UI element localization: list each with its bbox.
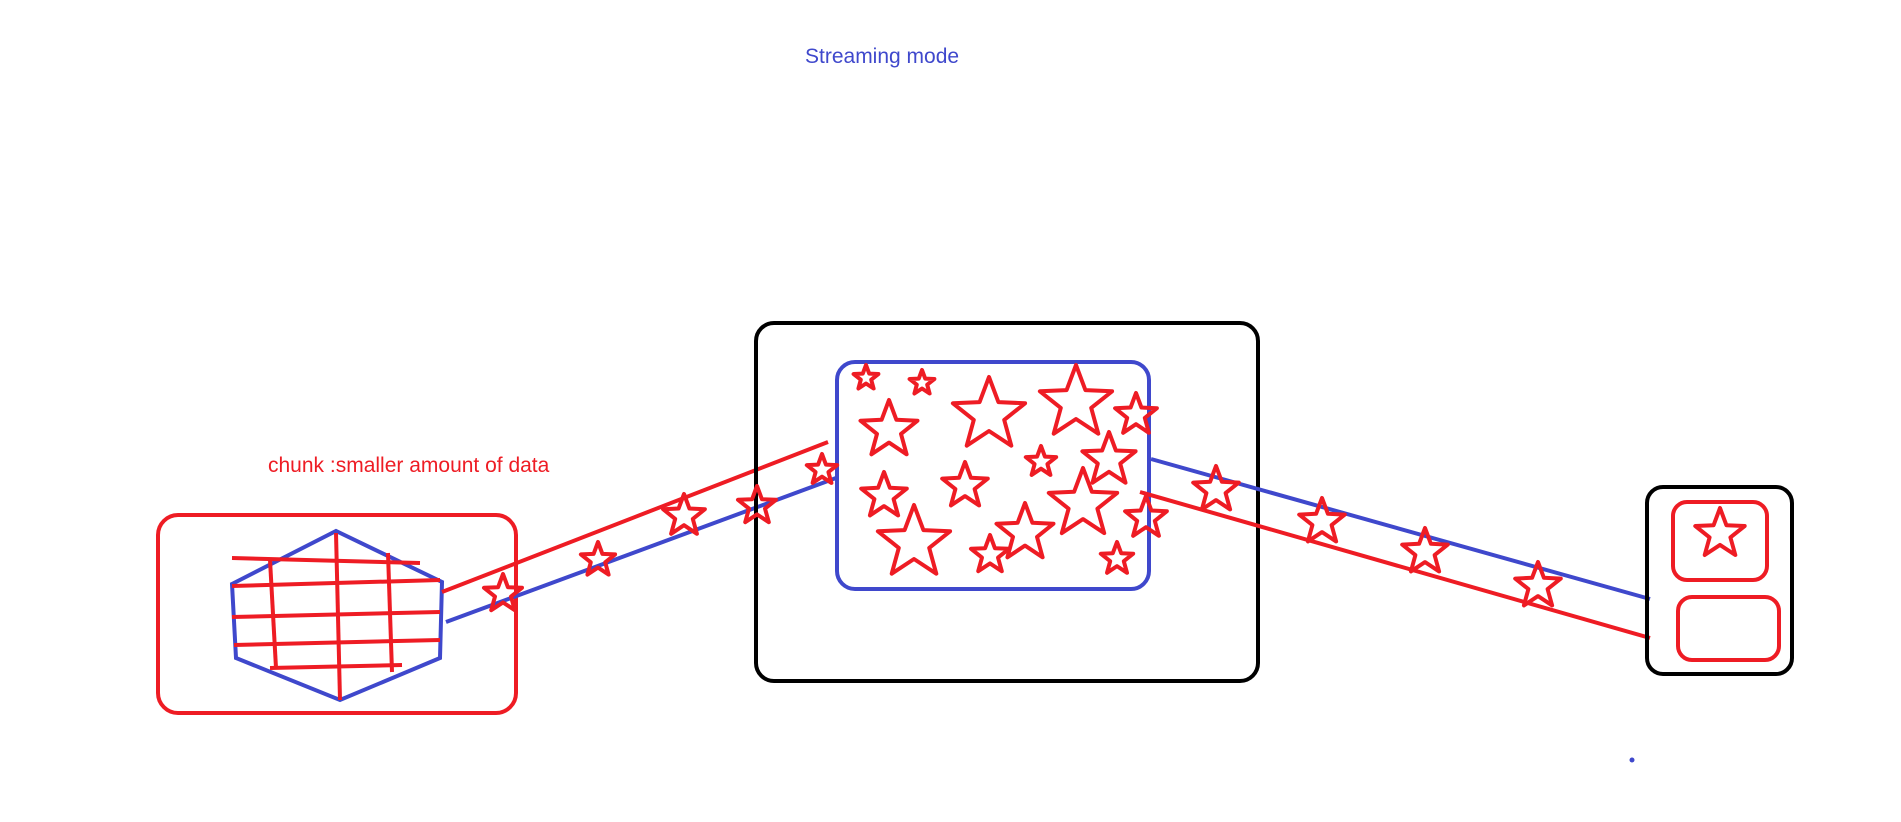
data-chunk-star — [1297, 496, 1347, 544]
data-chunk-star — [1098, 540, 1136, 575]
data-chunk-star — [858, 398, 920, 457]
data-buffer — [835, 360, 1151, 591]
data-chunk-star — [736, 484, 778, 525]
data-hexagon — [229, 528, 445, 703]
data-chunk-star — [1513, 560, 1563, 608]
data-chunk-star — [804, 452, 840, 485]
data-chunk-star — [969, 533, 1011, 574]
data-chunk-star — [1191, 464, 1241, 512]
data-source-box — [156, 513, 518, 715]
data-chunk-star — [950, 375, 1028, 448]
data-chunk-star — [482, 572, 524, 613]
empty-chunk-slot — [1676, 595, 1781, 662]
data-chunk-star — [1046, 466, 1120, 536]
data-chunk-stars — [482, 363, 1747, 613]
data-chunk-star — [578, 540, 618, 577]
data-chunk-star — [851, 363, 881, 391]
data-chunk-star — [1693, 506, 1747, 557]
chunk-label: chunk :smaller amount of data — [268, 454, 550, 477]
stray-dot — [1629, 757, 1635, 763]
data-chunk-star — [1023, 444, 1059, 477]
data-chunk-star — [1400, 526, 1450, 574]
data-chunk-star — [907, 368, 937, 396]
data-chunk-star — [1080, 430, 1138, 485]
data-chunk-star — [940, 460, 990, 508]
processing-box — [754, 321, 1260, 683]
data-chunk-star — [994, 501, 1056, 560]
data-chunk-star — [1113, 391, 1159, 435]
data-chunk-star — [1123, 494, 1169, 538]
data-chunk-star — [1037, 363, 1115, 436]
received-chunk-slot — [1671, 500, 1769, 582]
data-chunk-star — [875, 503, 953, 576]
data-chunk-star — [661, 492, 707, 536]
destination-device — [1645, 485, 1794, 676]
diagram-title: Streaming mode — [805, 45, 959, 68]
outbound-stream — [1139, 457, 1651, 640]
chunk-grid — [231, 532, 441, 701]
data-chunk-star — [859, 470, 909, 518]
